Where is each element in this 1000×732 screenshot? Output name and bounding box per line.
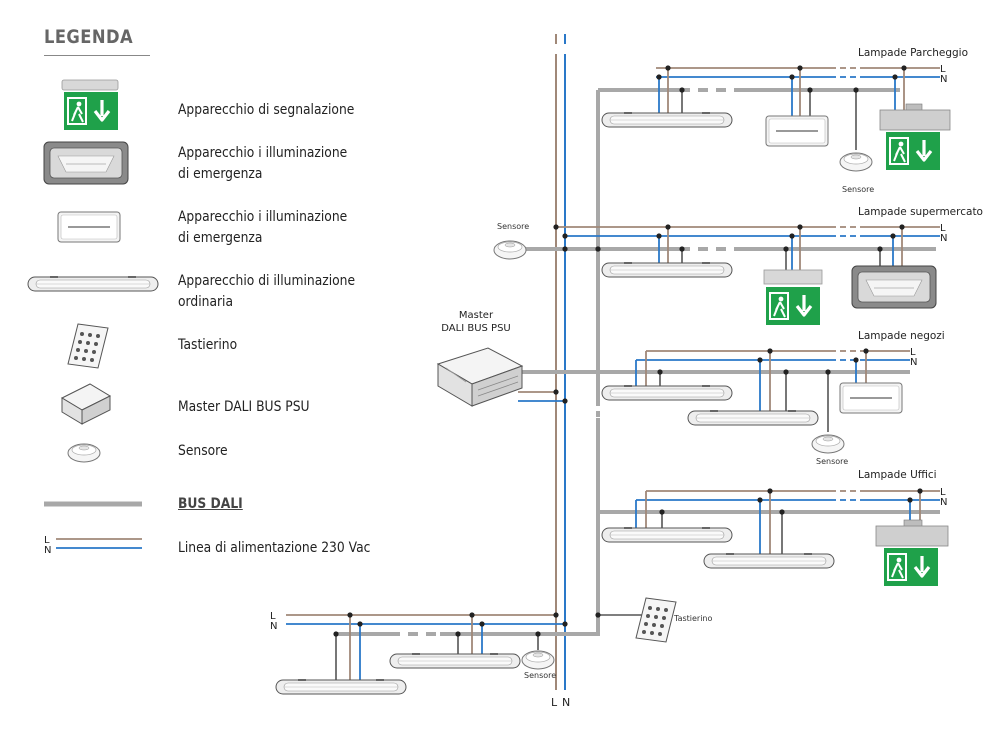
legend-label-sensor: Sensore [178,443,228,459]
linear-fixture-icon [601,261,733,278]
sensor-icon [493,240,527,260]
legend-divider [44,55,150,56]
keypad-label: Tastierino [673,614,712,623]
group-bottom: L N Sensore [270,611,600,695]
group2-title: Lampade supermercato [858,206,983,218]
group-parcheggio: L N Sensore Lampade Parcheggio [598,47,968,194]
sensor-label: Sensore [842,185,874,194]
legend-icon-emergency-small [57,211,121,243]
legend-label-emergency-small: Apparecchio i illuminazione di emergenza [178,209,348,246]
emergency-light-small-icon [839,382,903,414]
group-supermercato: L N Sensore Lampade supermercato [493,206,983,327]
group-negozi: L N Sensore Lampade negozi [598,330,945,466]
sensor-label: Sensore [497,222,529,231]
legend-label-keypad: Tastierino [178,337,238,353]
sensor-icon [521,650,555,670]
legend-panel: LEGENDA Apparecchio di segnalazione Appa… [0,0,440,600]
group3-L-label: L [910,347,916,358]
group4-title: Lampade Uffici [858,469,937,481]
exit-sign-icon [879,103,951,172]
legend-label-power-line: Linea di alimentazione 230 Vac [178,540,371,556]
legend-label-linear-fixture: Apparecchio di illuminazione ordinaria [178,273,356,310]
legend-icon-linear-fixture [27,275,159,292]
legend-icon-keypad [67,323,109,369]
group1-title: Lampade Parcheggio [858,47,968,59]
legend-line-L-label: L [44,535,50,546]
linear-fixture-icon [703,552,835,569]
trunk-L-label: L [551,696,558,709]
legend-label-master-psu: Master DALI BUS PSU [178,399,310,415]
group3-title: Lampade negozi [858,330,945,342]
master-psu-icon [437,347,523,407]
group-uffici: L N Lampade Uffici [598,469,949,588]
bottom-L-label: L [270,611,276,622]
emergency-light-large-icon [851,265,937,309]
master-label-line1: Master [459,310,494,321]
linear-fixture-icon [601,526,733,543]
group4-L-label: L [940,487,946,498]
keypad-icon [635,597,677,643]
group2-N-label: N [940,233,947,244]
legend-label-emergency-large: Apparecchio i illuminazione di emergenza [178,145,348,182]
legend-icon-exit-sign [61,79,120,132]
group4-N-label: N [940,497,947,508]
legend-icon-master-psu [60,383,112,425]
sensor-icon [839,152,873,172]
legend-icon-sensor [67,443,101,463]
emergency-light-small-icon [765,115,829,147]
linear-fixture-icon [601,384,733,401]
sensor-label: Sensore [816,457,848,466]
trunk-N-label: N [562,696,570,709]
exit-sign-icon [875,519,949,588]
group3-N-label: N [910,357,917,368]
linear-fixture-icon [275,678,407,695]
linear-fixture-icon [389,652,521,669]
sensor-icon [811,434,845,454]
legend-title: LEGENDA [44,26,134,48]
group2-L-label: L [940,223,946,234]
exit-sign-icon [763,269,823,327]
bottom-N-label: N [270,621,277,632]
legend-line-N-label: N [44,545,51,556]
group1-L-label: L [940,64,946,75]
legend-label-bus-dali: BUS DALI [178,496,243,512]
sensor-label: Sensore [524,671,556,680]
linear-fixture-icon [601,111,733,128]
group1-N-label: N [940,74,947,85]
master-label-line2: DALI BUS PSU [441,323,510,334]
legend-icon-emergency-large [43,141,129,185]
legend-label-exit-sign: Apparecchio di segnalazione [178,102,355,118]
linear-fixture-icon [687,409,819,426]
